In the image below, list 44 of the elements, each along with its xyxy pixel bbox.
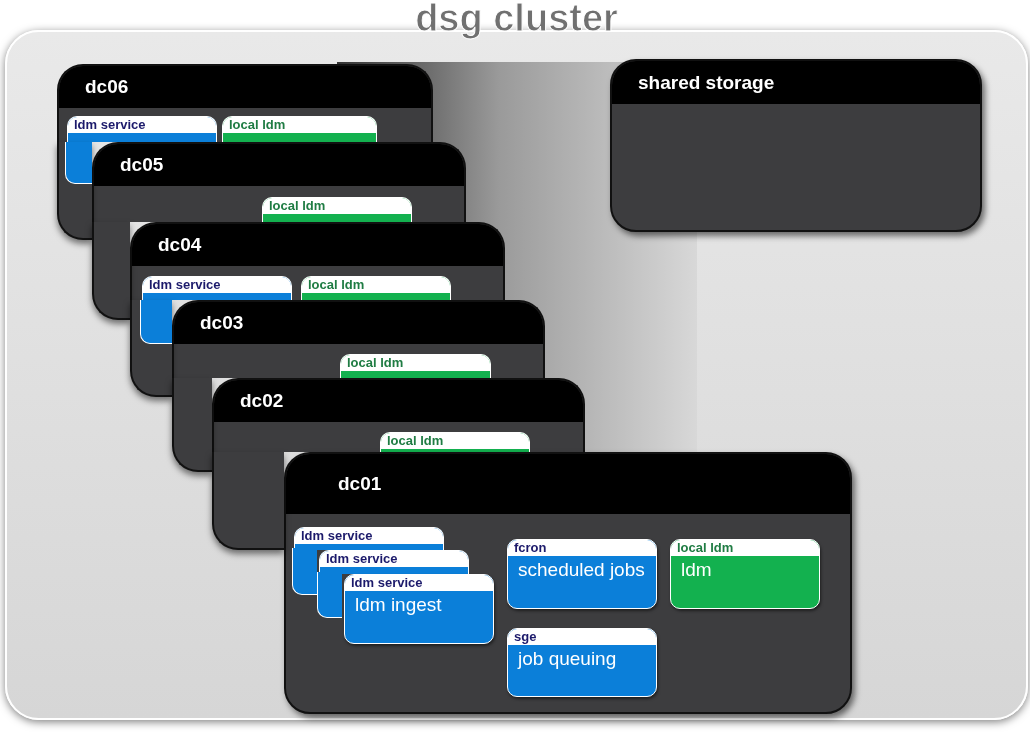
panel-header: shared storage [612, 61, 980, 104]
panel-header: dc02 [214, 380, 583, 422]
server-panel [284, 452, 852, 714]
card-title: ldm service [345, 575, 493, 591]
service-card [67, 116, 217, 142]
server-panel [172, 300, 545, 378]
card-title: local ldm [381, 433, 529, 449]
card-text: scheduled jobs [517, 558, 646, 582]
service-card [670, 539, 820, 609]
server-panel [130, 222, 505, 300]
card-title: ldm service [143, 277, 291, 293]
service-card [262, 197, 412, 222]
server-panel [610, 59, 982, 232]
service-card [294, 527, 444, 550]
card-text: ldm ingest [354, 593, 443, 617]
panel-header: dc01 [286, 454, 850, 514]
card-title: local ldm [302, 277, 450, 293]
card-title: local ldm [263, 198, 411, 214]
server-panel [57, 64, 433, 142]
server-panel [212, 378, 585, 452]
service-card [340, 354, 491, 378]
cluster-title: dsg cluster [414, 0, 619, 40]
card-title: ldm service [68, 117, 216, 133]
card-text: ldm [680, 558, 713, 582]
service-card [507, 628, 657, 697]
card-title: local ldm [671, 540, 819, 556]
service-card [319, 550, 469, 574]
card-title: ldm service [320, 551, 468, 567]
panel-header: dc04 [132, 224, 503, 266]
service-card [142, 276, 292, 300]
card-title: ldm service [295, 528, 443, 544]
card-title: local ldm [223, 117, 376, 133]
server-panel [92, 142, 466, 222]
service-card [507, 539, 657, 609]
card-title: fcron [508, 540, 656, 556]
panel-header: dc06 [59, 66, 431, 108]
card-text: job queuing [516, 647, 618, 671]
service-card [222, 116, 377, 142]
panel-header: dc03 [174, 302, 543, 344]
card-title: sge [508, 629, 656, 645]
service-card [344, 574, 494, 644]
service-card [301, 276, 451, 300]
card-title: local ldm [341, 355, 490, 371]
panel-header: dc05 [94, 144, 464, 186]
